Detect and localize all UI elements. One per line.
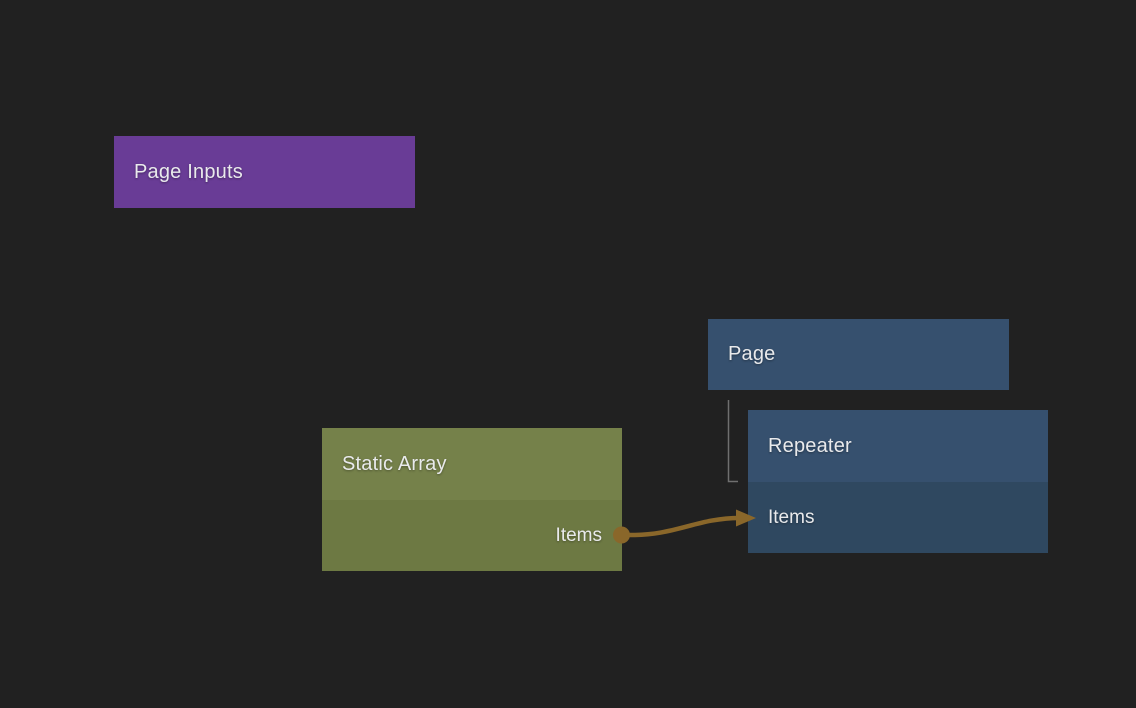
node-repeater[interactable]: Repeater Items	[748, 410, 1048, 553]
output-port-items[interactable]: Items	[322, 500, 622, 571]
node-page-inputs[interactable]: Page Inputs	[114, 136, 415, 208]
input-port-items-label: Items	[768, 507, 815, 528]
input-port-items[interactable]: Items	[748, 482, 1048, 553]
node-title-page: Page	[728, 343, 776, 365]
node-static-array-header[interactable]: Static Array	[322, 428, 622, 500]
node-static-array[interactable]: Static Array Items	[322, 428, 622, 571]
node-title-page-inputs: Page Inputs	[134, 161, 243, 183]
output-port-items-label: Items	[555, 525, 602, 546]
parent-child-connection-line	[727, 400, 738, 483]
node-title-repeater: Repeater	[768, 435, 852, 457]
node-page[interactable]: Page	[708, 319, 1009, 390]
node-repeater-header[interactable]: Repeater	[748, 410, 1048, 482]
data-connection-wire[interactable]	[625, 515, 743, 538]
node-title-static-array: Static Array	[342, 453, 447, 475]
